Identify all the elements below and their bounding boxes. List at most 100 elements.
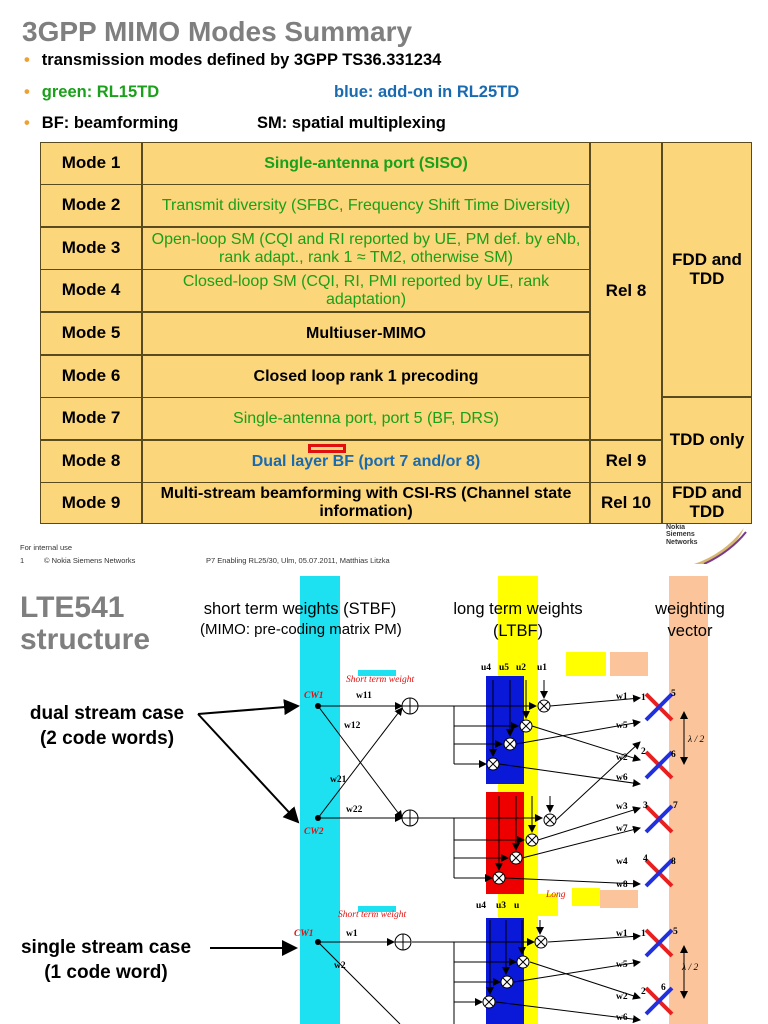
weighting-band (669, 576, 708, 1024)
ltbf-swatch (566, 652, 606, 676)
weight-label: w6 (616, 773, 628, 783)
abbr-sm: SM: spatial multiplexing (257, 114, 446, 132)
antenna-number: 5 (673, 927, 678, 937)
mode-desc: Closed loop rank 1 precoding (142, 355, 590, 398)
antenna-number: 8 (671, 857, 676, 867)
bullet-dot: • (24, 114, 30, 132)
mode-desc: Single-antenna port (SISO) (142, 142, 590, 185)
stbf-swatch (358, 670, 396, 676)
stbf-swatch (358, 906, 396, 912)
mode-cell: Mode 7 (40, 397, 142, 440)
footer-copyright: © Nokia Siemens Networks (44, 556, 136, 565)
cw1-label: CW1 (304, 691, 324, 701)
nsn-logo-swoosh (694, 528, 747, 565)
weight-label: w21 (330, 775, 347, 785)
weight-label: w22 (346, 805, 363, 815)
footer-internal: For internal use (20, 543, 73, 552)
ltbf-u-arrows (489, 680, 554, 871)
mode-cell: Mode 9 (40, 482, 142, 524)
weight-label: w12 (344, 721, 361, 731)
antenna-cross-pol (644, 692, 674, 1016)
antenna-number: 3 (643, 801, 648, 811)
antenna-number: 4 (643, 854, 648, 864)
ltbf-swatch (572, 888, 600, 906)
legend-green: green: RL15TD (41, 83, 160, 101)
spacing-label: λ / 2 (687, 735, 705, 745)
footer-event: P7 Enabling RL25/30, Ulm, 05.07.2011, Ma… (206, 556, 390, 565)
mode-desc: Single-antenna port, port 5 (BF, DRS) (142, 397, 590, 440)
weight-label: w2 (334, 961, 346, 971)
release-cell: Rel 8 (590, 142, 662, 440)
mode-cell: Mode 4 (40, 269, 142, 312)
u-label: u4 (481, 663, 491, 673)
antenna-number: 7 (673, 801, 678, 811)
nsn-logo-text: Nokia Siemens Networks (666, 524, 698, 546)
antenna-number: 6 (671, 750, 676, 760)
antenna-number: 6 (661, 983, 666, 993)
mode-cell: Mode 1 (40, 142, 142, 185)
cw2-label: CW2 (304, 827, 324, 837)
slide-title: 3GPP MIMO Modes Summary (22, 16, 413, 47)
mode-desc: Transmit diversity (SFBC, Frequency Shif… (142, 184, 590, 227)
weight-label: w6 (616, 1013, 628, 1023)
ltbf-block-3 (486, 918, 524, 1024)
weight-swatch (600, 890, 638, 908)
weight-swatch (610, 652, 648, 676)
weight-label: w2 (616, 992, 628, 1002)
weight-label: w1 (346, 929, 358, 939)
mode-desc: Open-loop SM (CQI and RI reported by UE,… (142, 227, 590, 270)
release-cell: Rel 9 (590, 440, 662, 483)
highlight-marker (308, 444, 346, 453)
mode-cell: Mode 5 (40, 312, 142, 355)
dual-stream-label: dual stream case (2 code words) (29, 703, 185, 749)
ltbf-header: long term weights (LTBF) (453, 600, 583, 641)
dual-arrow-cw2 (197, 713, 300, 824)
antenna-lines (498, 694, 641, 888)
weight-label: w2 (616, 753, 628, 763)
single-stream-lines (317, 920, 641, 1024)
mode-cell: Mode 6 (40, 355, 142, 398)
stbf-legend-label: Short term weight (338, 910, 406, 920)
nsn-logo: Nokia Siemens Networks (664, 524, 748, 565)
bullet-abbreviations: • BF: beamforming (24, 114, 178, 133)
bullet-legend: • green: RL15TD (24, 83, 159, 102)
multiplier-marks (484, 937, 546, 1007)
mode-cell: Mode 8 (40, 440, 142, 483)
stbf-legend-label: Short term weight (346, 675, 414, 685)
mode-cell: Mode 2 (40, 184, 142, 227)
dual-arrow-cw1 (197, 699, 300, 716)
multiplier-marks (488, 701, 555, 883)
duplex-cell: FDD and TDD (662, 142, 752, 397)
bullet-transmission-modes: •transmission modes defined by 3GPP TS36… (24, 51, 442, 69)
lte541-title: LTE541 structure (20, 591, 151, 656)
cw1-label: CW1 (294, 929, 314, 939)
u-label: u1 (537, 663, 547, 673)
mode-desc: Multiuser-MIMO (142, 312, 590, 355)
duplex-cell: FDD and TDD (662, 482, 752, 524)
weight-label: w3 (616, 802, 628, 812)
weight-label: w1 (616, 929, 628, 939)
legend-blue: blue: add-on in RL25TD (334, 83, 520, 101)
ltbf-legend-label: Long (545, 890, 566, 900)
ltbf-swatch (520, 894, 558, 916)
lte541-diagram: Short term weight Short term weight Long… (197, 652, 705, 1024)
weight-label: w7 (616, 824, 628, 834)
weight-label: w5 (616, 960, 628, 970)
footer-page-number: 1 (20, 556, 25, 565)
single-stream-label: single stream case (1 code word) (20, 937, 192, 983)
stbf-header: short term weights (STBF) (MIMO: pre-cod… (200, 600, 402, 639)
stbf-band (300, 576, 340, 1024)
bullet-dot: • (24, 83, 30, 101)
modes-table: Mode 1 Single-antenna port (SISO) Mode 2… (40, 142, 752, 524)
weight-label: w8 (616, 880, 628, 890)
weight-label: w11 (356, 691, 372, 701)
antenna-number: 2 (641, 747, 646, 757)
mode-desc: Closed-loop SM (CQI, RI, PMI reported by… (142, 269, 590, 312)
duplex-cell: TDD only (662, 397, 752, 483)
release-cell: Rel 10 (590, 482, 662, 524)
u-label: u2 (516, 663, 526, 673)
weight-label: w4 (616, 857, 628, 867)
abbr-bf: BF: beamforming (41, 114, 179, 132)
bullet-dot: • (24, 51, 30, 69)
weight-label: w5 (616, 721, 628, 731)
